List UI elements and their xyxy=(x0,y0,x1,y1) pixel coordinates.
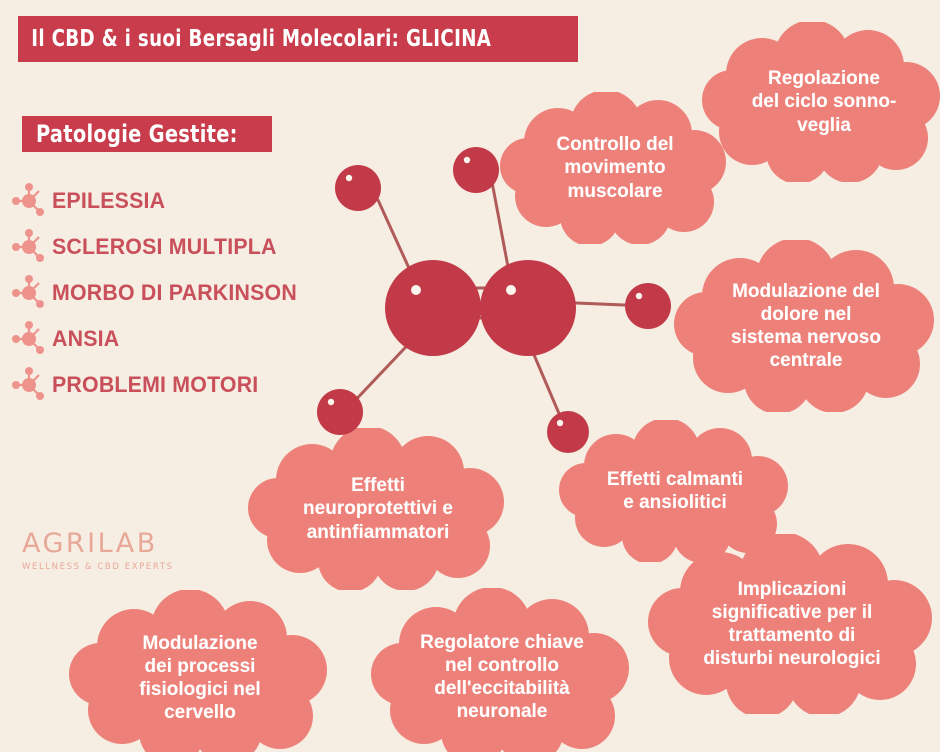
cloud-dolore-snc: Modulazione del dolore nel sistema nervo… xyxy=(672,240,940,412)
cloud-line: sistema nervoso xyxy=(731,327,881,348)
pathology-label: EPILESSIA xyxy=(52,188,166,213)
cloud-line: nel controllo xyxy=(444,654,559,676)
cloud-implicazioni-neurologiche: Implicazioni significative per il tratta… xyxy=(646,534,938,714)
cloud-line: dolore nel xyxy=(760,303,852,325)
cloud-eccitabilita-neuronale: Regolatore chiave nel controllo dell'ecc… xyxy=(368,588,636,752)
cloud-label: Modulazione del dolore nel sistema nervo… xyxy=(725,280,887,373)
list-item: MORBO DI PARKINSON xyxy=(10,270,370,316)
cloud-line: centrale xyxy=(769,350,843,372)
cloud-line: dei processi xyxy=(144,655,256,677)
cloud-line: neuronale xyxy=(456,701,548,723)
cloud-line: Controllo del xyxy=(556,134,674,156)
atom-small-right xyxy=(625,283,671,329)
atom-small-lower-right xyxy=(547,411,589,453)
cloud-line: significative per il xyxy=(711,601,873,623)
cloud-line: muscolare xyxy=(567,180,663,202)
cloud-shape xyxy=(500,92,726,244)
molecule-bullet-icon xyxy=(10,180,50,222)
logo-name: AGRILAB xyxy=(22,528,158,559)
cloud-line: veglia xyxy=(797,114,851,136)
cloud-line: Effetti calmanti xyxy=(606,468,744,490)
molecule-icon xyxy=(12,183,44,216)
cloud-shape xyxy=(69,590,327,752)
molecule-bullet-icon xyxy=(10,272,50,314)
poster-title-bar: Il CBD & i suoi Bersagli Molecolari: GLI… xyxy=(18,16,578,62)
cloud-line: Effetti xyxy=(351,475,405,497)
pathologies-heading-label: Patologie Gestite: xyxy=(36,120,238,148)
cloud-line: e ansiolitici xyxy=(623,492,727,513)
atom-large-right xyxy=(480,260,576,356)
cloud-line: fisiologici nel xyxy=(139,679,261,700)
list-item: PROBLEMI MOTORI xyxy=(10,362,370,408)
molecule-icon xyxy=(12,229,44,262)
molecule-diagram xyxy=(300,140,700,460)
cloud-label: Effetti calmanti e ansiolitici xyxy=(601,468,749,514)
atom-large-left xyxy=(385,260,481,356)
molecule-bullet-icon xyxy=(10,318,50,360)
list-item: EPILESSIA xyxy=(10,178,370,224)
atom-small-lower-left xyxy=(317,389,363,435)
cloud-label: Controllo del movimento muscolare xyxy=(550,133,679,203)
cloud-line: del ciclo sonno- xyxy=(751,91,897,113)
cloud-line: disturbi neurologici xyxy=(703,648,881,670)
molecule-bullet-icon xyxy=(10,364,50,406)
molecule-icon xyxy=(12,321,44,354)
cloud-processi-cervello: Modulazione dei processi fisiologici nel… xyxy=(66,590,334,752)
brand-logo: AGRILAB WELLNESS & CBD EXPERTS xyxy=(22,528,182,572)
cloud-line: Regolatore chiave xyxy=(420,631,584,653)
pathology-label: MORBO DI PARKINSON xyxy=(52,280,297,305)
cloud-movimento-muscolare: Controllo del movimento muscolare xyxy=(500,92,730,244)
atom-small-upper-left xyxy=(335,165,381,211)
cloud-sonno-veglia: Regolazione del ciclo sonno- veglia xyxy=(700,22,940,182)
pathology-label: SCLEROSI MULTIPLA xyxy=(52,234,277,259)
page-title: Il CBD & i suoi Bersagli Molecolari: GLI… xyxy=(31,26,492,52)
cloud-label: Modulazione dei processi fisiologici nel… xyxy=(133,632,266,725)
cloud-label: Regolazione del ciclo sonno- veglia xyxy=(746,67,903,137)
molecule-icon xyxy=(12,275,44,308)
pathologies-list: EPILESSIA SCLEROSI MULTIPLA xyxy=(10,178,370,408)
pathology-label: PROBLEMI MOTORI xyxy=(52,372,259,397)
cloud-line: Regolazione xyxy=(768,68,880,90)
cloud-shape xyxy=(248,428,504,590)
cloud-label: Regolatore chiave nel controllo dell'ecc… xyxy=(414,631,590,724)
cloud-line: Modulazione del xyxy=(732,280,880,302)
cloud-shape xyxy=(559,420,788,562)
cloud-label: Implicazioni significative per il tratta… xyxy=(697,578,886,671)
molecule-bullet-icon xyxy=(10,226,50,268)
logo-tagline: WELLNESS & CBD EXPERTS xyxy=(22,562,174,572)
cloud-line: Modulazione xyxy=(142,632,258,654)
list-item: SCLEROSI MULTIPLA xyxy=(10,224,370,270)
cloud-line: antinfiammatori xyxy=(306,521,450,543)
cloud-neuroprotettivi: Effetti neuroprotettivi e antinfiammator… xyxy=(244,428,512,590)
pathology-label: ANSIA xyxy=(52,326,120,351)
cloud-line: movimento xyxy=(564,157,666,179)
cloud-effetti-calmanti: Effetti calmanti e ansiolitici xyxy=(556,420,794,562)
cloud-line: Implicazioni xyxy=(737,578,847,600)
cloud-line: cervello xyxy=(164,702,236,724)
cloud-shape xyxy=(674,240,934,412)
molecule-svg xyxy=(317,147,671,453)
cloud-shape xyxy=(648,534,932,714)
cloud-line: neuroprotettivi e xyxy=(303,498,453,520)
cloud-shape xyxy=(371,588,629,752)
atom-small-upper-mid xyxy=(453,147,499,193)
pathologies-heading: Patologie Gestite: xyxy=(22,116,273,152)
cloud-label: Effetti neuroprotettivi e antinfiammator… xyxy=(297,474,459,544)
list-item: ANSIA xyxy=(10,316,370,362)
molecule-icon xyxy=(12,367,44,400)
cloud-line: trattamento di xyxy=(728,625,856,646)
cloud-shape xyxy=(702,22,940,182)
cloud-line: dell'eccitabilità xyxy=(434,678,570,699)
